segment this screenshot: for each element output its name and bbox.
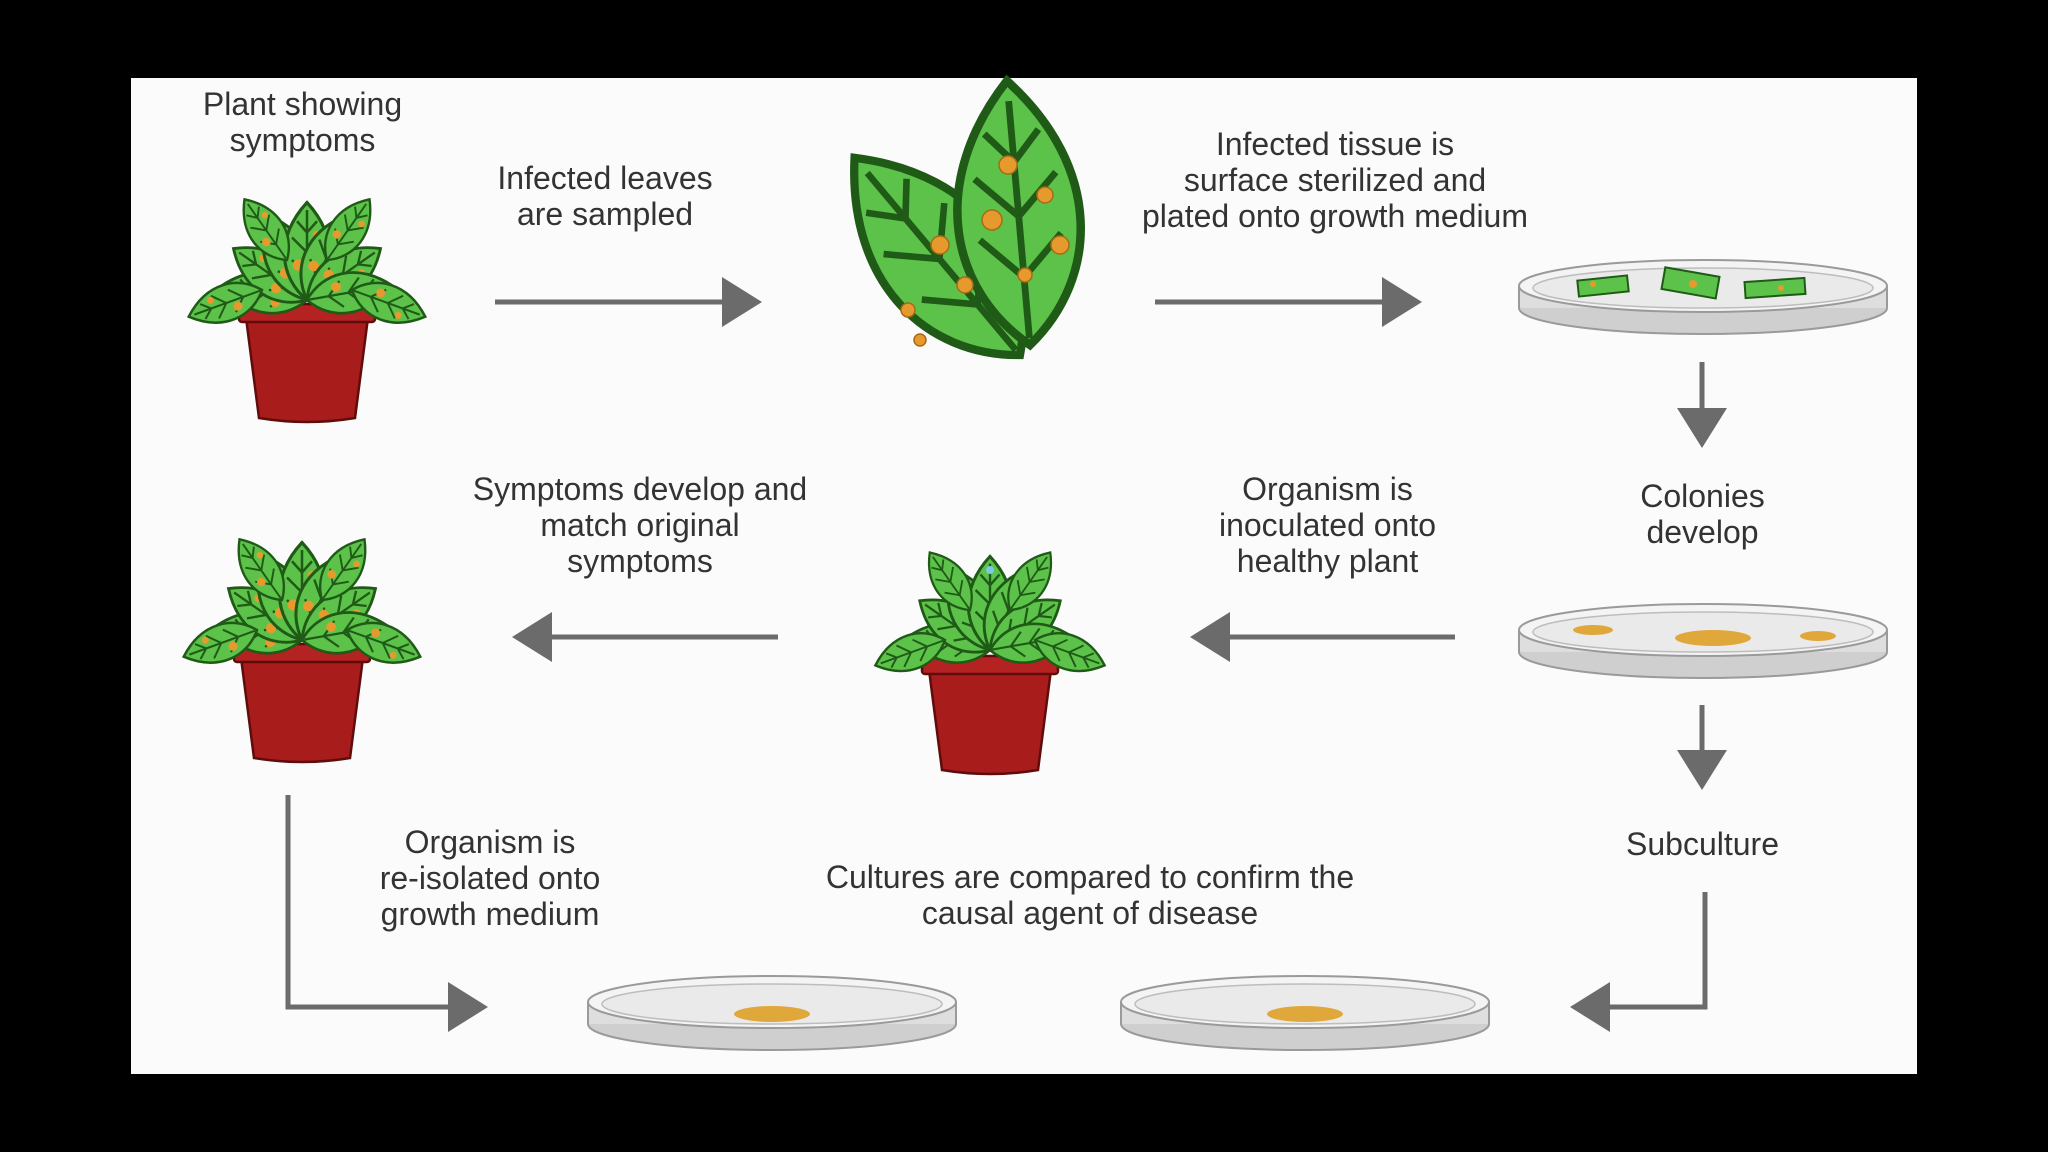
label-organism-inoculated: Organism is inoculated onto healthy plan… xyxy=(1150,471,1505,579)
label-subculture: Subculture xyxy=(1560,826,1845,862)
label-plant-showing-symptoms: Plant showing symptoms xyxy=(150,86,455,158)
subculture-dish-icon xyxy=(1121,976,1489,1050)
label-symptoms-match: Symptoms develop and match original symp… xyxy=(405,471,875,579)
symptomatic-plant-icon xyxy=(183,189,432,422)
inoculated-plant-icon xyxy=(870,543,1111,774)
label-tissue-sterilized: Infected tissue is surface sterilized an… xyxy=(1070,126,1600,234)
dish-with-tissue-icon xyxy=(1519,260,1887,334)
label-leaves-sampled: Infected leaves are sampled xyxy=(440,160,770,232)
arrow-to-subculture-dish xyxy=(1580,892,1705,1007)
label-colonies-develop: Colonies develop xyxy=(1560,478,1845,550)
infected-leaves-icon xyxy=(809,75,1091,393)
label-reisolated: Organism is re-isolated onto growth medi… xyxy=(325,824,655,932)
reinfected-plant-icon xyxy=(178,529,427,762)
dish-with-colonies-icon xyxy=(1519,604,1887,678)
label-cultures-compared: Cultures are compared to confirm the cau… xyxy=(730,859,1450,931)
reisolated-culture-dish-icon xyxy=(588,976,956,1050)
